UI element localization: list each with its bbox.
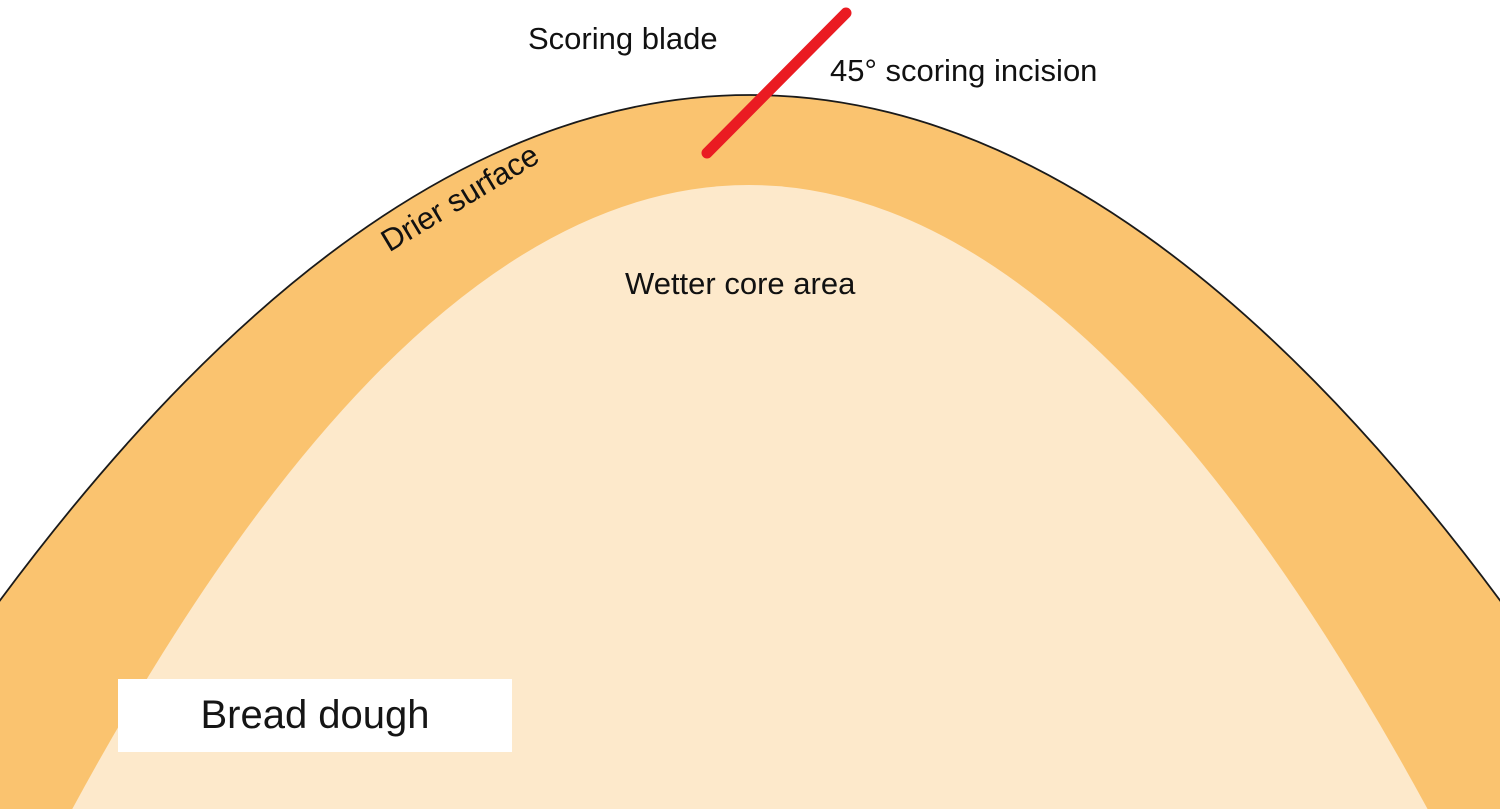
scoring-blade-label: Scoring blade (528, 21, 718, 56)
bread-dough-label-box: Bread dough (118, 679, 512, 752)
core-dome-shape (72, 185, 1428, 809)
incision-angle-label: 45° scoring incision (830, 53, 1098, 88)
bread-dough-label: Bread dough (200, 693, 430, 737)
wetter-core-label: Wetter core area (625, 266, 856, 301)
scoring-blade-line (701, 7, 852, 159)
